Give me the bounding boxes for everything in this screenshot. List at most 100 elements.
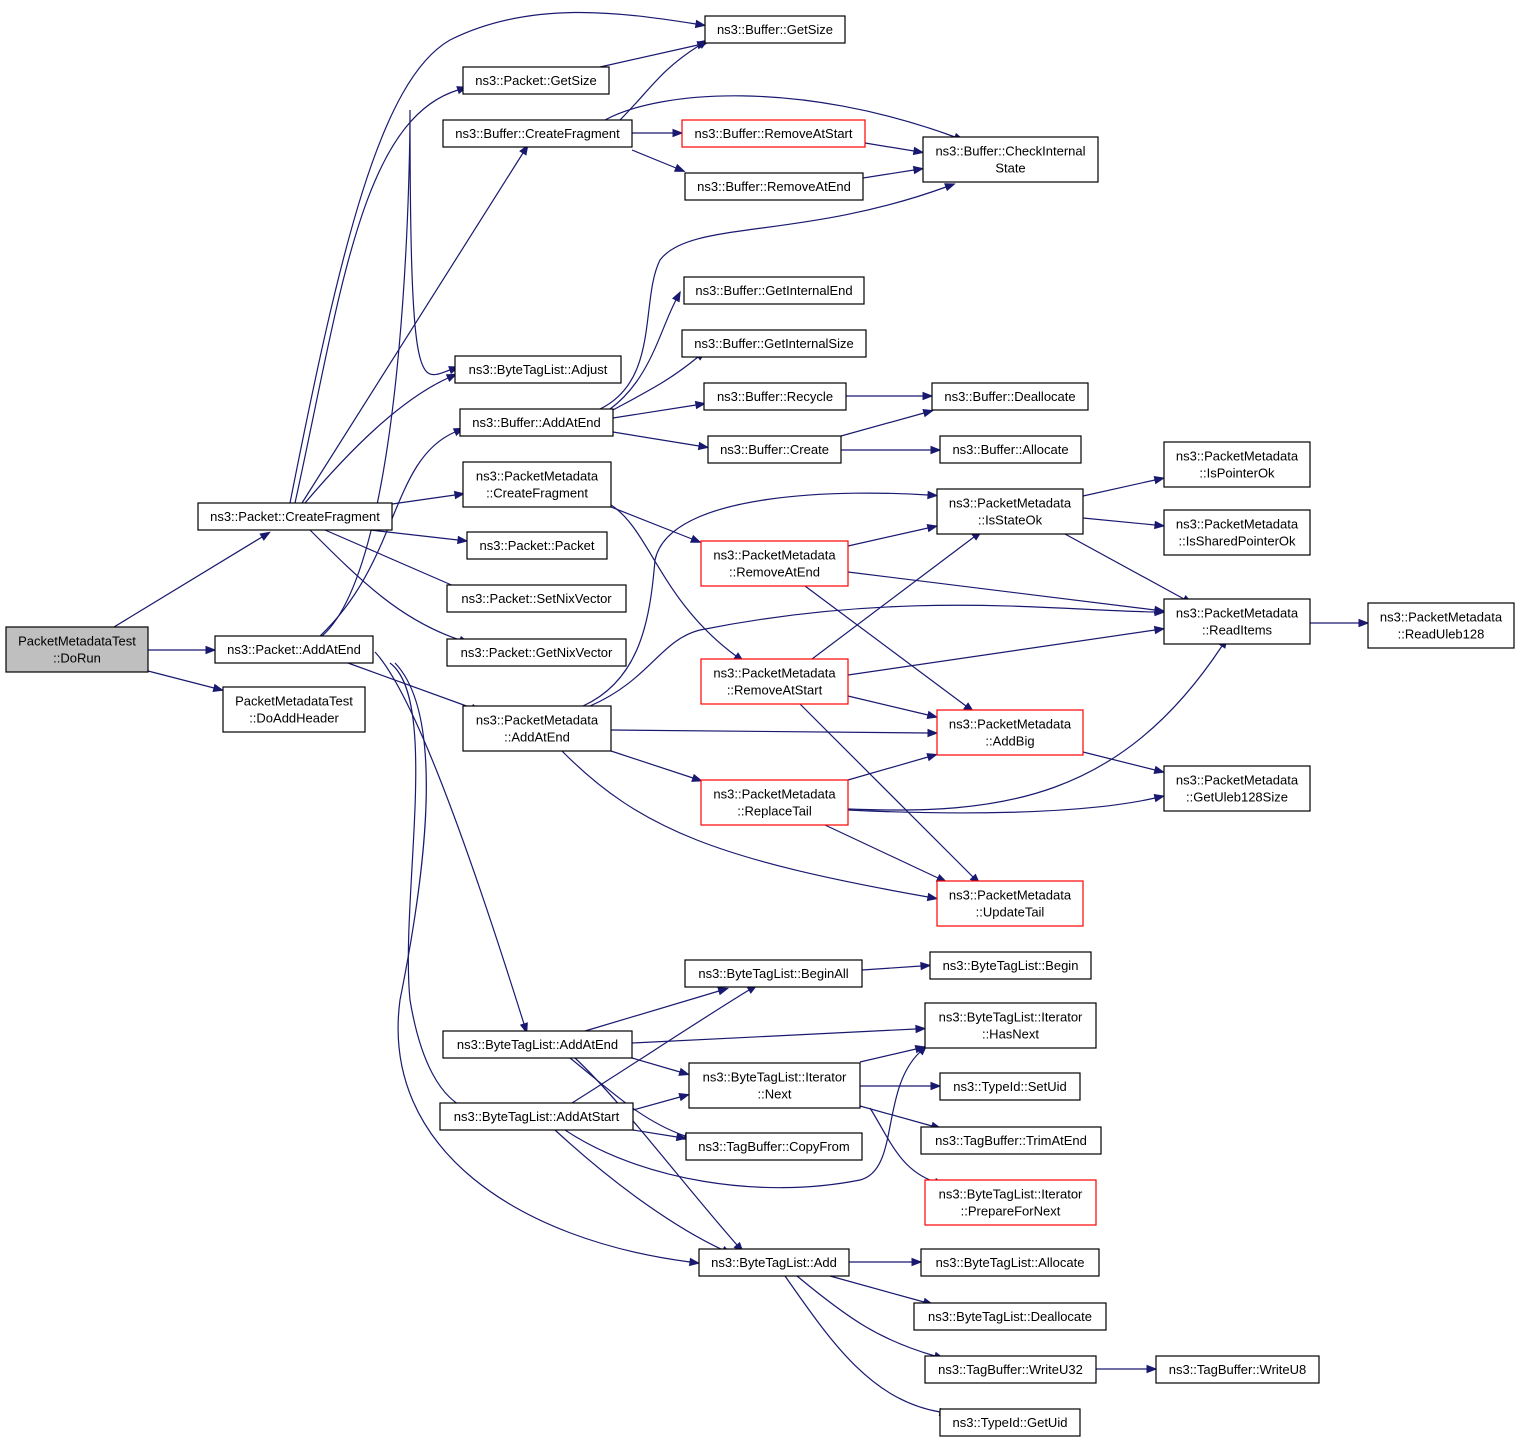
node-bufCreateFrag[interactable]: ns3::Buffer::CreateFragment [442, 119, 633, 148]
node-pmRemoveAtStart[interactable]: ns3::PacketMetadata::RemoveAtStart [700, 658, 849, 705]
edge-pmRemoveAtStart-to-pmReadItems [847, 625, 1166, 676]
arrowhead [1153, 625, 1166, 635]
node-pmAddAtEnd[interactable]: ns3::PacketMetadata::AddAtEnd [462, 705, 612, 752]
node-box [936, 709, 1084, 756]
node-tbCopyFrom[interactable]: ns3::TagBuffer::CopyFrom [685, 1132, 863, 1161]
edge-tbWriteU32-to-tbWriteU8 [1096, 1364, 1158, 1374]
node-box [920, 1248, 1100, 1277]
node-pktGetNix[interactable]: ns3::Packet::GetNixVector [446, 638, 627, 667]
edge-line [610, 504, 737, 657]
node-btlBegin[interactable]: ns3::ByteTagList::Begin [929, 951, 1092, 980]
node-btlAddAtEnd[interactable]: ns3::ByteTagList::AddAtEnd [442, 1030, 633, 1059]
edge-doRun-to-doAddHeader [147, 670, 225, 692]
node-typeIdSetUid[interactable]: ns3::TypeId::SetUid [939, 1072, 1081, 1101]
node-box [454, 355, 622, 384]
node-bufAllocate[interactable]: ns3::Buffer::Allocate [939, 435, 1082, 464]
node-bufRemoveAtStart[interactable]: ns3::Buffer::RemoveAtStart [681, 119, 866, 148]
node-tbWriteU8[interactable]: ns3::TagBuffer::WriteU8 [1155, 1355, 1320, 1384]
node-bufDeallocate[interactable]: ns3::Buffer::Deallocate [931, 382, 1089, 411]
node-bufCreate[interactable]: ns3::Buffer::Create [707, 435, 842, 464]
node-btlBeginAll[interactable]: ns3::ByteTagList::BeginAll [684, 959, 863, 988]
node-label: ::UpdateTail [976, 905, 1045, 920]
node-box [681, 329, 867, 358]
node-pmReadUleb[interactable]: ns3::PacketMetadata::ReadUleb128 [1367, 602, 1515, 649]
node-box [446, 638, 627, 667]
arrowhead [697, 441, 710, 451]
node-bufGetInternalSize[interactable]: ns3::Buffer::GetInternalSize [681, 329, 867, 358]
node-pktPacket[interactable]: ns3::Packet::Packet [466, 531, 608, 560]
edge-line [1082, 479, 1156, 497]
edge-pmAddBig-to-pmGetUlebSize [1082, 751, 1166, 774]
edge-line [869, 1107, 936, 1183]
node-pmIsPointerOk[interactable]: ns3::PacketMetadata::IsPointerOk [1163, 441, 1311, 488]
edge-pmAddAtEnd-to-pmReadItems [589, 604, 1166, 707]
node-btlDeallocate[interactable]: ns3::ByteTagList::Deallocate [913, 1302, 1107, 1331]
node-pktSetNix[interactable]: ns3::Packet::SetNixVector [446, 584, 627, 613]
node-pmUpdateTail[interactable]: ns3::PacketMetadata::UpdateTail [936, 880, 1084, 927]
edge-btlIterNext-to-btlIterHasNext [859, 1044, 927, 1063]
edge-line [610, 729, 929, 734]
edge-line [799, 703, 974, 878]
node-pmIsStateOk[interactable]: ns3::PacketMetadata::IsStateOk [936, 488, 1084, 535]
arrowhead [694, 400, 707, 410]
arrowhead [717, 987, 729, 996]
node-addAtEndPkt[interactable]: ns3::Packet::AddAtEnd [214, 635, 374, 664]
node-box [1367, 602, 1515, 649]
node-pmRemoveAtEnd[interactable]: ns3::PacketMetadata::RemoveAtEnd [700, 540, 849, 587]
node-label: ns3::TagBuffer::WriteU32 [938, 1362, 1083, 1377]
node-label: ns3::Buffer::Recycle [717, 389, 833, 404]
node-pktGetSize[interactable]: ns3::Packet::GetSize [462, 66, 610, 95]
edge-line [862, 169, 915, 179]
arrowhead [694, 19, 707, 29]
arrowhead [519, 1022, 528, 1034]
edge-line [599, 186, 947, 410]
node-bufGetInternalEnd[interactable]: ns3::Buffer::GetInternalEnd [683, 276, 865, 305]
node-bufAddAtEnd[interactable]: ns3::Buffer::AddAtEnd [459, 408, 614, 437]
node-label: ::ReplaceTail [737, 804, 812, 819]
arrowhead [1358, 618, 1370, 628]
node-btlAllocate[interactable]: ns3::ByteTagList::Allocate [920, 1248, 1100, 1277]
edge-line [847, 571, 1156, 611]
node-createFragPkt[interactable]: ns3::Packet::CreateFragment [197, 502, 393, 531]
node-label: ns3::Buffer::Deallocate [944, 389, 1075, 404]
node-box [913, 1302, 1107, 1331]
node-label: ns3::PacketMetadata [1176, 773, 1299, 788]
node-btlIterHasNext[interactable]: ns3::ByteTagList::Iterator::HasNext [924, 1002, 1097, 1049]
edge-bufAddAtEnd-to-bufGetInternalEnd [609, 290, 681, 410]
edge-line [309, 529, 461, 641]
node-bufGetSize[interactable]: ns3::Buffer::GetSize [704, 15, 846, 44]
node-btlAddAtStart[interactable]: ns3::ByteTagList::AddAtStart [439, 1102, 634, 1131]
node-doAddHeader[interactable]: PacketMetadataTest::DoAddHeader [222, 686, 366, 733]
node-box [684, 959, 863, 988]
node-btlAdd[interactable]: ns3::ByteTagList::Add [698, 1248, 850, 1277]
arrowhead [915, 1024, 927, 1034]
node-pmIsSharedPointerOk[interactable]: ns3::PacketMetadata::IsSharedPointerOk [1163, 509, 1311, 556]
edge-line [609, 299, 677, 410]
node-btlIterNext[interactable]: ns3::ByteTagList::Iterator::Next [688, 1062, 861, 1109]
node-tbWriteU32[interactable]: ns3::TagBuffer::WriteU32 [924, 1355, 1097, 1384]
node-btlIterPrepare[interactable]: ns3::ByteTagList::Iterator::PrepareForNe… [924, 1179, 1097, 1226]
node-label: ::AddBig [985, 734, 1034, 749]
node-pmAddBig[interactable]: ns3::PacketMetadata::AddBig [936, 709, 1084, 756]
node-box [462, 705, 612, 752]
edge-line [824, 824, 939, 879]
node-bufRemoveAtEnd[interactable]: ns3::Buffer::RemoveAtEnd [684, 172, 864, 201]
arrowhead [922, 391, 934, 401]
edge-bufAddAtEnd-to-bufGetInternalSize [612, 350, 707, 411]
node-box [222, 686, 366, 733]
node-pmReadItems[interactable]: ns3::PacketMetadata::ReadItems [1163, 598, 1311, 645]
node-tbTrimAtEnd[interactable]: ns3::TagBuffer::TrimAtEnd [920, 1126, 1102, 1155]
edge-addAtEndPkt-to-btlAdd [394, 662, 701, 1267]
node-doRun[interactable]: PacketMetadataTest::DoRun [5, 626, 149, 673]
node-pmCreateFrag[interactable]: ns3::PacketMetadata::CreateFragment [462, 461, 612, 508]
edge-line [301, 152, 524, 504]
edge-doRun-to-createFragPkt [113, 531, 271, 628]
node-pmReplaceTail[interactable]: ns3::PacketMetadata::ReplaceTail [700, 779, 849, 826]
node-pmGetUlebSize[interactable]: ns3::PacketMetadata::GetUleb128Size [1163, 765, 1311, 812]
edge-btlAddAtStart-to-btlIterNext [632, 1093, 691, 1111]
node-btlAdjust[interactable]: ns3::ByteTagList::Adjust [454, 355, 622, 384]
edge-pmReplaceTail-to-pmGetUlebSize [847, 793, 1166, 814]
node-bufRecycle[interactable]: ns3::Buffer::Recycle [703, 382, 847, 411]
node-typeIdGetUid[interactable]: ns3::TypeId::GetUid [939, 1408, 1081, 1437]
